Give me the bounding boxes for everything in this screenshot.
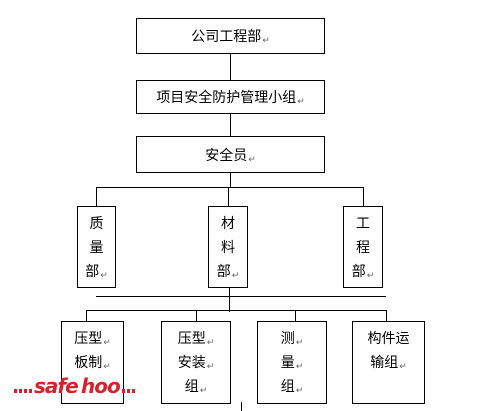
watermark-text-safe: safe	[34, 374, 79, 398]
engineering-dept-line-1: 工	[356, 216, 370, 232]
company-engineering-label: 公司工程部	[191, 29, 262, 45]
engineering-dept-line-3: 部	[351, 264, 366, 280]
watermark-text-hoo: hoo	[81, 374, 121, 398]
connector-bus-to-panel-fabrication	[86, 310, 87, 321]
paragraph-mark: ↵	[248, 155, 256, 165]
paragraph-mark: ↵	[103, 338, 111, 348]
connector-bus-to-materials	[228, 187, 229, 206]
materials-dept-line-2: 料	[221, 240, 235, 256]
dept-bus-line	[96, 187, 363, 188]
survey-team-line-3: 组	[280, 379, 295, 395]
paragraph-mark: ↵	[399, 362, 407, 372]
paragraph-mark: ↵	[206, 338, 215, 348]
safety-team-label: 项目安全防护管理小组	[156, 90, 297, 106]
connector-team-to-officer	[230, 114, 231, 136]
panel-installation-line-2: 安装	[177, 355, 206, 371]
panel-fabrication-line-2: 板制	[74, 355, 103, 371]
component-transport-line-1: 构件运	[367, 331, 410, 347]
paragraph-mark: ↵	[295, 362, 304, 372]
connector-bus-to-survey	[295, 310, 296, 321]
component-transport-box: 构件运 输组↵	[352, 321, 425, 404]
survey-team-line-2: 量	[280, 355, 295, 371]
quality-dept-line-3: 部	[85, 264, 100, 280]
panel-installation-line-3: 组	[184, 379, 199, 395]
materials-dept-line-1: 材	[221, 216, 235, 232]
paragraph-mark: ↵	[366, 271, 375, 281]
component-transport-line-2: 输组	[370, 355, 399, 371]
safety-officer-label: 安全员	[205, 148, 248, 164]
watermark-dots-right	[122, 389, 136, 393]
engineering-dept-line-2: 程	[356, 240, 370, 256]
safety-officer-box: 安全员↵	[136, 136, 325, 173]
paragraph-mark: ↵	[103, 362, 111, 372]
panel-installation-box: 压型↵ 安装↵ 组↵	[161, 321, 231, 404]
connector-officer-to-bus	[230, 173, 231, 187]
connector-materials-down	[229, 288, 230, 312]
company-engineering-box: 公司工程部↵	[136, 18, 325, 54]
paragraph-mark: ↵	[295, 386, 304, 396]
paragraph-mark: ↵	[231, 271, 240, 281]
quality-dept-line-1: 质	[89, 216, 104, 232]
quality-dept-line-2: 量	[89, 240, 104, 256]
connector-company-to-team	[230, 54, 231, 80]
text-cursor	[241, 402, 242, 411]
safety-team-box: 项目安全防护管理小组↵	[136, 80, 325, 114]
materials-dept-line-3: 部	[216, 264, 231, 280]
paragraph-mark: ↵	[297, 97, 305, 107]
paragraph-mark: ↵	[206, 362, 215, 372]
connector-bus-to-engineering	[363, 187, 364, 206]
engineering-dept-box: 工 程 部↵	[343, 206, 383, 288]
connector-bus-to-quality	[96, 187, 97, 206]
connector-bus-to-panel-installation	[196, 310, 197, 321]
team-bus-line-lower	[86, 310, 386, 311]
connector-bus-to-transport	[386, 310, 387, 321]
survey-team-line-1: 测	[280, 331, 295, 347]
paragraph-mark: ↵	[295, 338, 304, 348]
quality-dept-box: 质 量 部↵	[77, 206, 116, 288]
survey-team-box: 测↵ 量↵ 组↵	[257, 321, 327, 404]
paragraph-mark: ↵	[100, 271, 108, 281]
materials-dept-box: 材 料 部↵	[208, 206, 248, 288]
panel-fabrication-line-1: 压型	[74, 331, 103, 347]
team-bus-line-upper	[96, 296, 386, 297]
paragraph-mark: ↵	[262, 36, 270, 46]
paragraph-mark: ↵	[199, 386, 208, 396]
panel-installation-line-1: 压型	[177, 331, 206, 347]
watermark-dots-left	[14, 389, 32, 393]
panel-fabrication-box: 压型↵ 板制↵	[61, 321, 124, 404]
